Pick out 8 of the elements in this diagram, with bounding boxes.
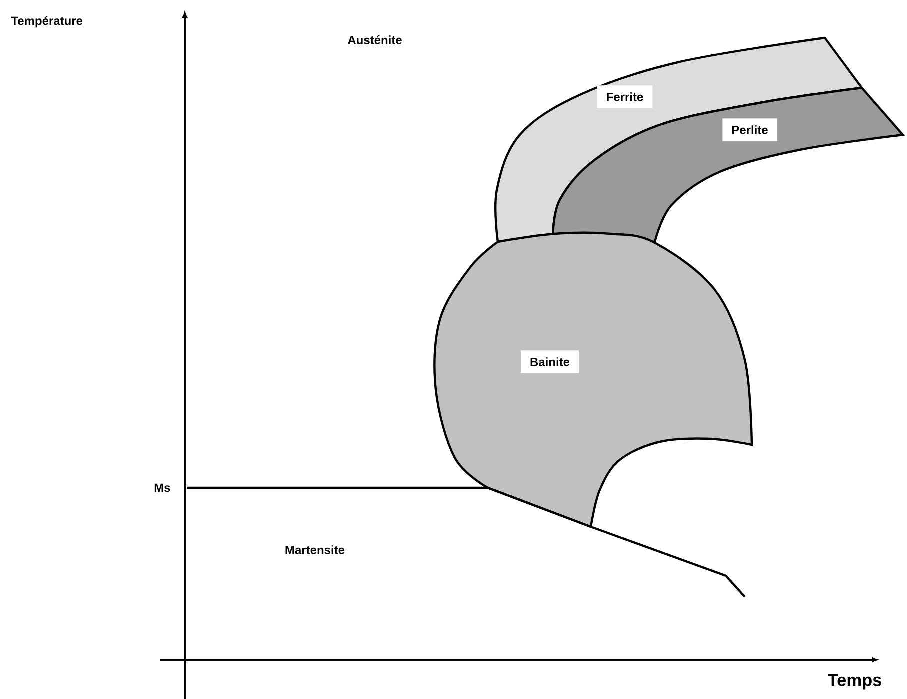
region-label: Ferrite (597, 86, 653, 108)
axis-label: Temps (828, 674, 882, 690)
axis-label: Ms (154, 484, 170, 492)
region-label: Bainite (521, 350, 579, 374)
axis-label: Température (11, 16, 83, 28)
region-label: Perlite (722, 118, 778, 142)
axis-label: Martensite (286, 546, 345, 554)
axis-label: Austénite (348, 36, 402, 44)
